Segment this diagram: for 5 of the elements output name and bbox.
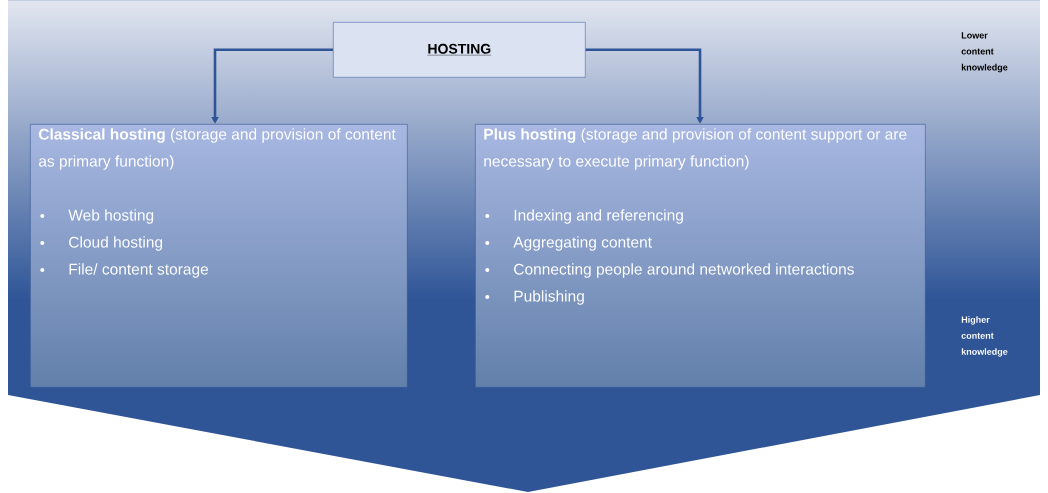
side-note: Higher content knowledge: [961, 316, 1008, 357]
side-note: Lower content knowledge: [961, 32, 1008, 73]
content-box: Classical hosting (storage and provision of content as primary function) Web hosting Cloud hosting File/ content storage: [30, 124, 408, 388]
title-box: HOSTING: [333, 22, 586, 78]
content-box: Plus hosting (storage and provision of content support or are necessary to execute primary function) Indexing and referencing Aggregating content Connecting people around networked interactions Publishing: [475, 124, 926, 388]
